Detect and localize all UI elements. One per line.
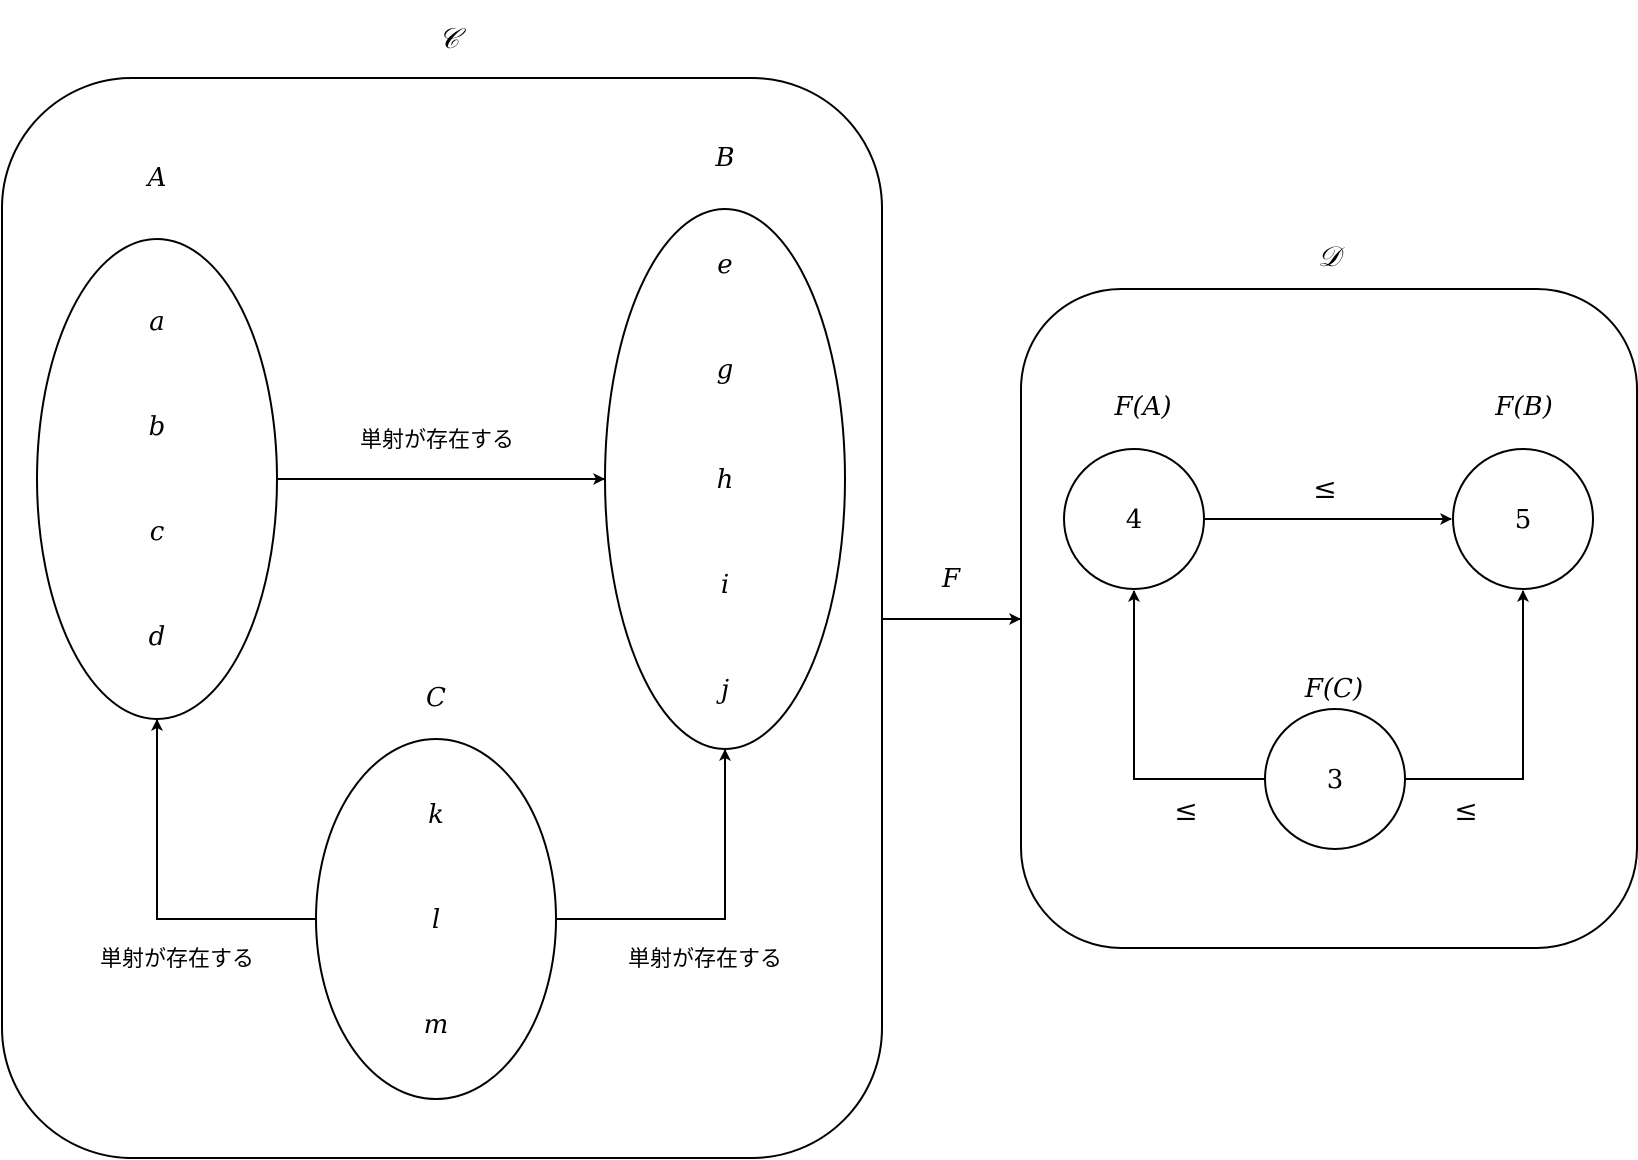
fa-value: 4 (1126, 505, 1143, 535)
object-a-label: A (146, 163, 167, 193)
category-c-box (1, 77, 883, 1159)
arrow-c-to-b (556, 749, 731, 920)
functor-label: F (941, 564, 961, 594)
object-b-element: g (717, 355, 734, 385)
arrow-fc-to-fa (1128, 590, 1265, 780)
arrow-fa-to-fb-label: ≤ (1313, 472, 1336, 505)
category-c-label: 𝒞 (439, 22, 467, 55)
object-a-element: b (149, 412, 166, 442)
fc-label: F(C) (1304, 674, 1363, 704)
arrow-c-to-b-label: 単射が存在する (628, 947, 782, 972)
object-b-element: j (716, 675, 729, 705)
arrow-fc-to-fb (1405, 590, 1529, 780)
object-c-element: l (432, 905, 440, 935)
object-a-element: d (149, 622, 166, 652)
object-b-element: e (717, 250, 732, 280)
object-c-label: C (426, 683, 446, 713)
object-b-element: i (721, 570, 729, 600)
arrow-c-to-a-label: 単射が存在する (100, 947, 254, 972)
object-c-element: k (428, 800, 444, 830)
object-c-element: m (424, 1010, 449, 1040)
fb-label: F(B) (1494, 392, 1552, 422)
category-d-label: 𝒟 (1318, 240, 1345, 273)
fb-node (1452, 448, 1594, 590)
arrow-fc-to-fb-label: ≤ (1454, 794, 1477, 827)
fb-value: 5 (1515, 505, 1532, 535)
arrow-c-to-a (151, 719, 316, 920)
object-b-label: B (714, 143, 734, 173)
object-a-element: c (150, 517, 165, 547)
category-d-box (1020, 288, 1638, 949)
arrow-fc-to-fa-label: ≤ (1174, 794, 1197, 827)
object-b-element: h (717, 465, 734, 495)
object-a-element: a (149, 307, 165, 337)
fc-value: 3 (1327, 765, 1344, 795)
fa-label: F(A) (1113, 392, 1171, 422)
arrow-a-to-b-label: 単射が存在する (360, 428, 514, 453)
